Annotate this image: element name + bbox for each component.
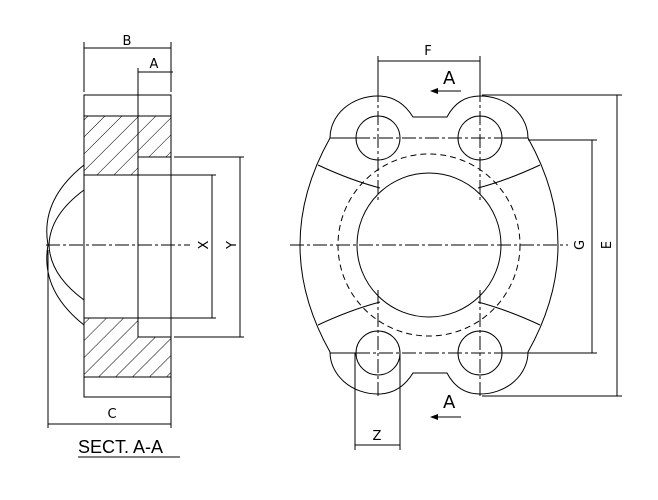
dim-b-label: B bbox=[123, 34, 132, 49]
section-marker-top: A bbox=[443, 68, 456, 89]
spigot bbox=[137, 156, 172, 338]
dim-y-label: Y bbox=[225, 241, 240, 250]
dim-g-label: G bbox=[573, 240, 588, 250]
section-view: B A X Y C SECT. A-A bbox=[46, 34, 244, 458]
dim-z-label: Z bbox=[373, 429, 382, 444]
dim-f-label: F bbox=[424, 44, 431, 59]
section-title: SECT. A-A bbox=[78, 437, 163, 457]
dim-e-label: E bbox=[600, 241, 615, 249]
front-view: F A A G E Z bbox=[290, 44, 622, 450]
hatched-bottom bbox=[83, 317, 172, 378]
arrow-left-icon bbox=[430, 414, 438, 420]
hatched-top bbox=[83, 115, 172, 176]
flange-outline bbox=[299, 95, 559, 395]
dim-c-label: C bbox=[107, 407, 116, 422]
dim-x-label: X bbox=[197, 240, 212, 249]
section-marker-bottom: A bbox=[443, 392, 456, 413]
dim-a-label: A bbox=[150, 57, 159, 72]
arrow-left-icon bbox=[430, 88, 438, 94]
